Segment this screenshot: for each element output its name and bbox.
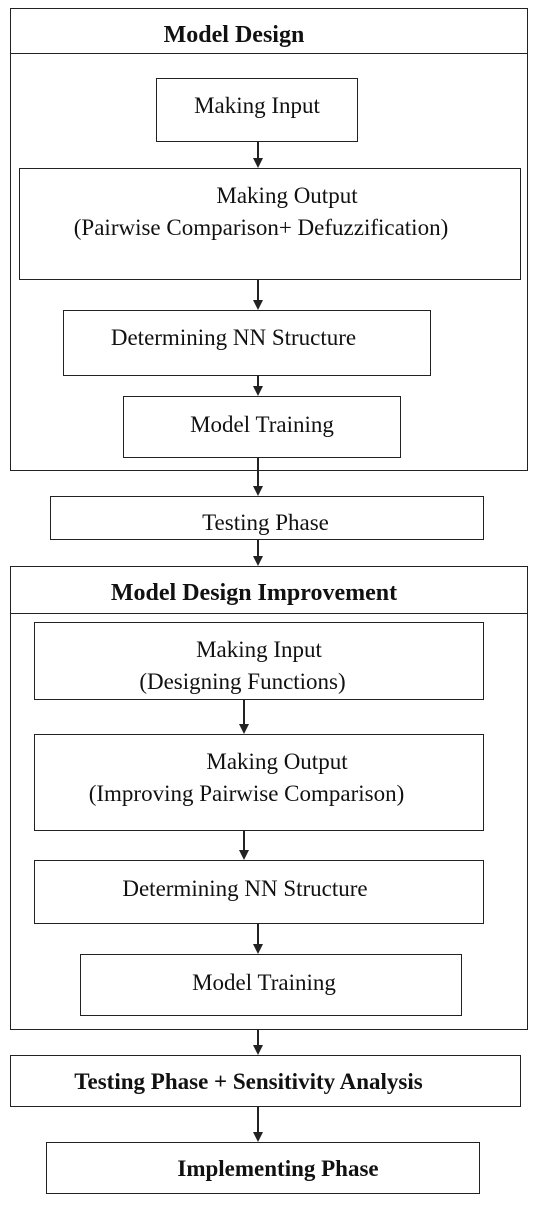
improved-making-output-box: Making Output (Improving Pairwise Compar… bbox=[34, 734, 484, 831]
making-output-label: Making Output bbox=[216, 183, 358, 208]
improved-making-input-box: Making Input (Designing Functions) bbox=[34, 622, 484, 700]
testing-phase-box: Testing Phase bbox=[50, 496, 484, 540]
implementing-phase-label: Implementing Phase bbox=[177, 1156, 379, 1181]
improved-model-training-box: Model Training bbox=[80, 954, 462, 1016]
sensitivity-analysis-label: Testing Phase + Sensitivity Analysis bbox=[74, 1069, 423, 1094]
implementing-phase-box: Implementing Phase bbox=[46, 1142, 480, 1194]
improved-nn-structure-label: Determining NN Structure bbox=[122, 876, 368, 901]
making-output-sublabel: (Pairwise Comparison+ Defuzzification) bbox=[73, 215, 449, 240]
making-output-box: Making Output (Pairwise Comparison+ Defu… bbox=[19, 168, 521, 280]
nn-structure-label: Determining NN Structure bbox=[110, 325, 357, 350]
sensitivity-analysis-box: Testing Phase + Sensitivity Analysis bbox=[10, 1055, 521, 1107]
testing-phase-label: Testing Phase bbox=[202, 510, 329, 535]
making-input-box: Making Input bbox=[156, 78, 358, 142]
model-design-header-divider bbox=[11, 53, 527, 54]
model-design-improvement-header-divider bbox=[11, 613, 527, 614]
model-training-label: Model Training bbox=[190, 412, 334, 437]
improved-making-input-sublabel: (Designing Functions) bbox=[139, 669, 346, 694]
improved-making-output-sublabel: (Improving Pairwise Comparison) bbox=[88, 781, 405, 806]
improved-making-input-label: Making Input bbox=[196, 637, 322, 662]
improved-making-output-label: Making Output bbox=[206, 749, 348, 774]
improved-nn-structure-box: Determining NN Structure bbox=[34, 860, 484, 924]
improved-model-training-label: Model Training bbox=[192, 970, 336, 995]
model-training-box: Model Training bbox=[123, 396, 401, 458]
making-input-label: Making Input bbox=[194, 93, 320, 118]
model-design-improvement-title: Model Design Improvement bbox=[110, 580, 398, 606]
model-design-title: Model Design bbox=[163, 22, 305, 48]
nn-structure-box: Determining NN Structure bbox=[63, 310, 431, 376]
